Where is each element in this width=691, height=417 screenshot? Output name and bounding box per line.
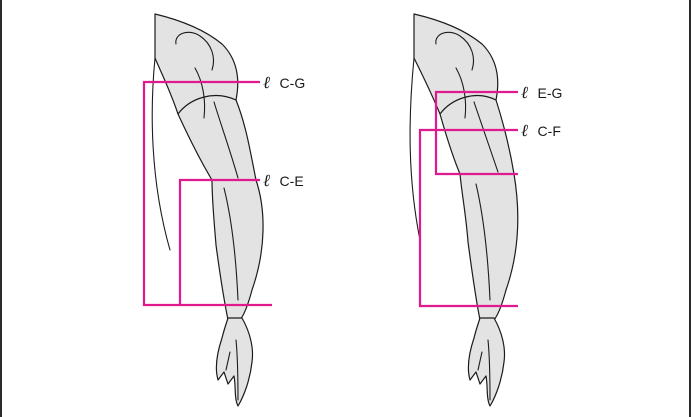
- right-upper-arm: [440, 96, 514, 174]
- left-panel: ℓ C-G ℓ C-E: [144, 14, 305, 406]
- right-hand: [468, 318, 504, 406]
- right-label-cf: ℓ C-F: [521, 121, 561, 141]
- left-upper-arm: [178, 96, 256, 180]
- right-panel: ℓ E-G ℓ C-F: [410, 14, 562, 406]
- left-label-ce: ℓ C-E: [263, 171, 304, 191]
- right-forearm: [460, 174, 518, 320]
- right-label-eg: ℓ E-G: [521, 83, 562, 103]
- right-torso-edge: [410, 58, 420, 240]
- left-label-cg: ℓ C-G: [263, 73, 305, 93]
- left-hand: [216, 318, 252, 406]
